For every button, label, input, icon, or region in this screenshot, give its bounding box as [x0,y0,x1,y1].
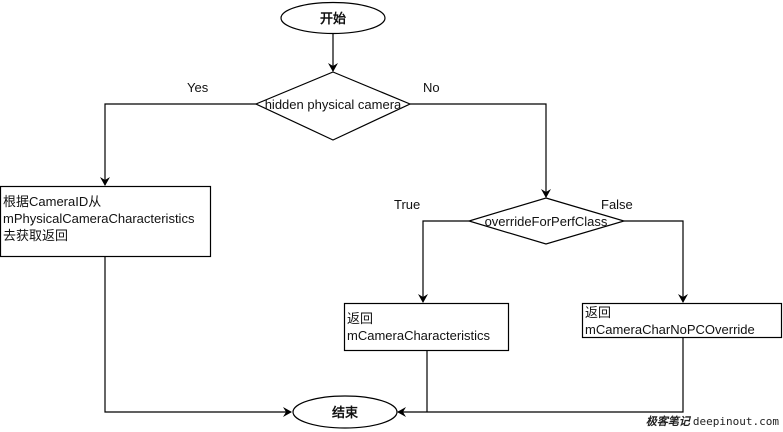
false-label: False [601,197,633,212]
yes-label: Yes [187,80,209,95]
decision2-label: overrideForPerfClass [485,214,608,229]
no-pc-override-box-line: mCameraCharNoPCOverride [585,322,755,337]
end-terminal: 结束 [292,395,398,429]
no-pc-override-box-text: 返回 mCameraCharNoPCOverride [585,304,755,338]
no-pc-override-box-line: 返回 [585,305,612,320]
characteristics-box-line: 返回 [347,311,374,326]
edge-true-to-characteristics-box [418,220,469,303]
characteristics-box-line: mCameraCharacteristics [347,328,491,343]
edge-nopc-to-end [397,338,684,417]
characteristics-box-text: 返回 mCameraCharacteristics [347,310,490,344]
true-label: True [394,197,420,212]
watermark-domain: deepinout.com [692,415,779,428]
physical-box-line: 去获取返回 [3,228,69,243]
end-label: 结束 [332,405,359,421]
camera-characteristics-box [343,302,510,352]
watermark-cn: 极客笔记 [645,415,690,428]
start-terminal: 开始 [280,1,386,35]
edge-yes-to-physical-box [100,103,256,186]
decision-override-for-perf-class: overrideForPerfClass [466,197,627,245]
no-label: No [423,80,440,95]
edge-false-to-nopc-box [624,220,688,303]
physical-characteristics-box [0,185,212,258]
camera-char-no-pc-override-box [581,302,783,339]
physical-box-line: 根据CameraID从 [3,194,102,209]
edge-no-to-decision2 [410,103,551,198]
physical-box-line: mPhysicalCameraCharacteristics [3,211,195,226]
physical-box-text: 根据CameraID从 mPhysicalCameraCharacteristi… [3,193,194,244]
decision-hidden-physical-camera: hidden physical camera [254,71,412,141]
decision1-label: hidden physical camera [265,97,402,112]
start-label: 开始 [320,11,346,27]
edge-physical-to-end [104,257,292,417]
